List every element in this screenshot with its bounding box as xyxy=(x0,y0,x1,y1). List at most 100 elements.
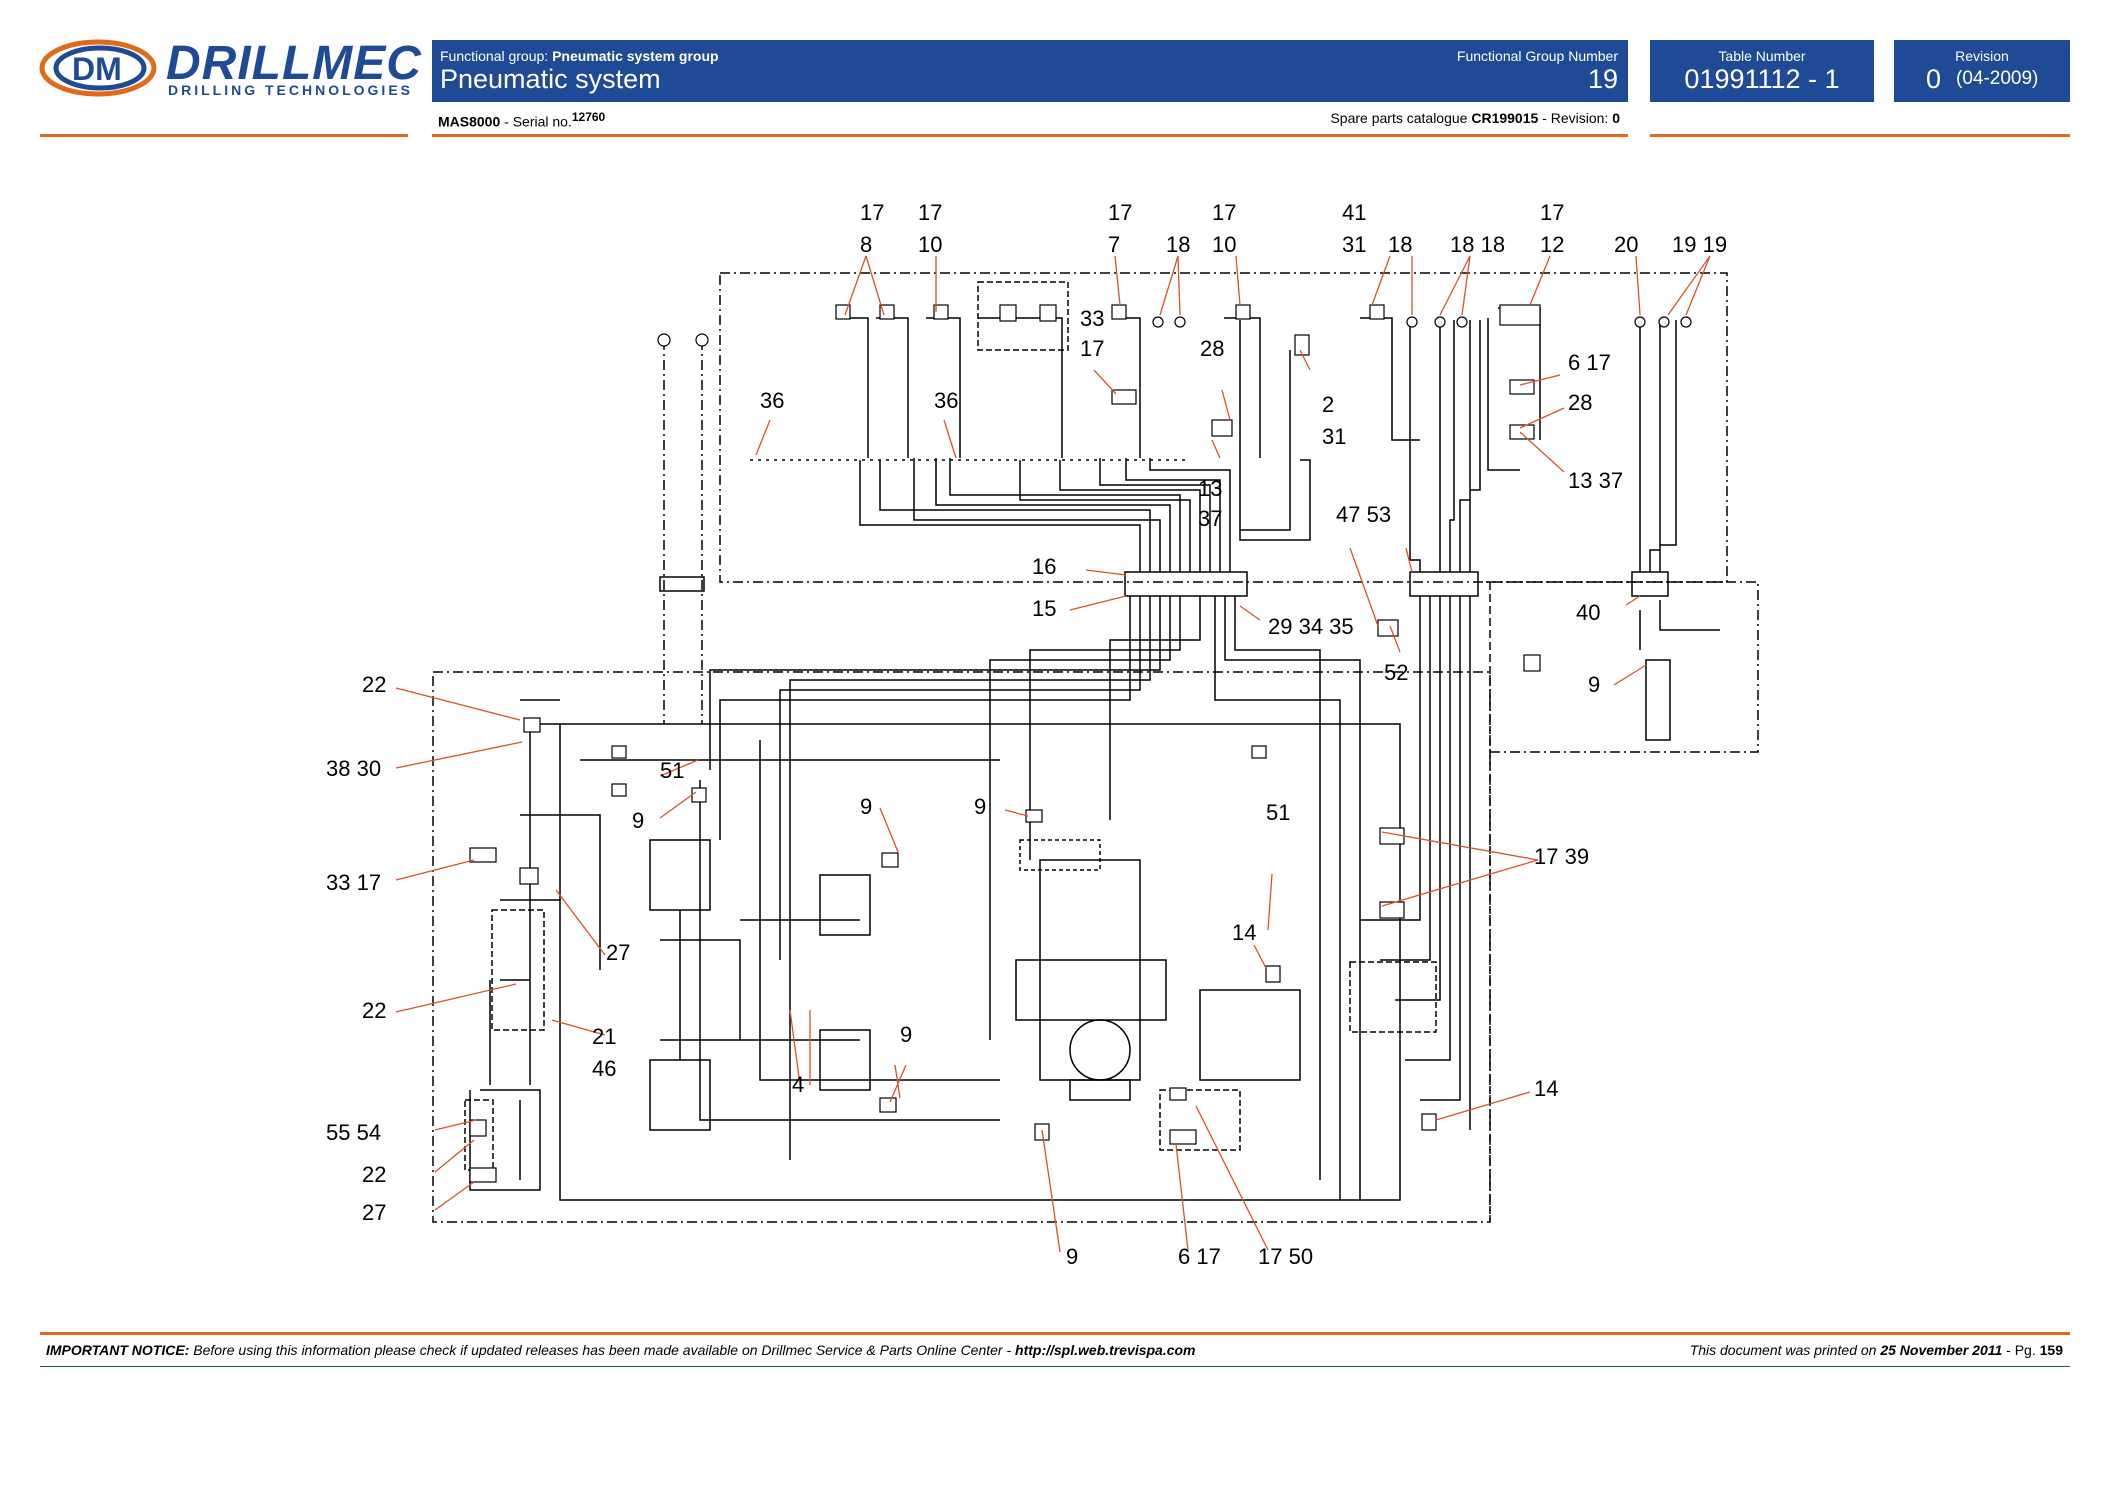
callout: 22 xyxy=(362,998,387,1023)
callout: 31 xyxy=(1322,424,1347,449)
callout: 9 xyxy=(632,808,645,833)
header-rule-left xyxy=(40,134,408,137)
callout: 14 xyxy=(1534,1076,1559,1101)
callout: 4 xyxy=(792,1072,805,1097)
callout: 18 18 xyxy=(1450,232,1506,257)
printed-date: 25 November 2011 xyxy=(1880,1342,2003,1358)
catalogue-info: Spare parts catalogue CR199015 - Revisio… xyxy=(1330,110,1620,126)
callout: 38 30 xyxy=(326,756,382,781)
model-serial: MAS8000 - Serial no.12760 xyxy=(438,110,605,130)
notice-text: Before using this information please che… xyxy=(193,1342,1012,1358)
callout: 9 xyxy=(860,794,873,819)
catalogue-prefix: Spare parts catalogue xyxy=(1330,110,1468,126)
callout: 18 xyxy=(1166,232,1191,257)
callout: 19 19 xyxy=(1672,232,1728,257)
manifold-40 xyxy=(1631,571,1669,597)
frame-right xyxy=(1486,581,1759,753)
valve-box xyxy=(977,281,1069,351)
printed-prefix: This document was printed on xyxy=(1689,1342,1877,1358)
drillmec-logo: DM DRILLMEC DRILLING TECHNOLOGIES xyxy=(38,37,421,100)
gearbox-body xyxy=(1039,859,1141,1081)
revision-date: (04-2009) xyxy=(1956,68,2039,89)
callout: 9 xyxy=(1588,672,1601,697)
page-number: 159 xyxy=(2039,1342,2063,1358)
revision-number: 0 xyxy=(1926,64,1942,94)
callout: 9 xyxy=(900,1022,913,1047)
page-title: Pneumatic system xyxy=(440,64,661,94)
logo-tagline: DRILLING TECHNOLOGIES xyxy=(168,82,413,98)
notice-label: IMPORTANT NOTICE: xyxy=(46,1342,190,1358)
serial-number: 12760 xyxy=(571,110,606,124)
title-block: Functional group: Pneumatic system group… xyxy=(432,40,1628,102)
svg-text:DM: DM xyxy=(72,51,122,87)
callout: 41 xyxy=(1342,200,1367,225)
callout: 17 xyxy=(1540,200,1565,225)
callout: 27 xyxy=(362,1200,387,1225)
callout: 10 xyxy=(918,232,943,257)
callout: 20 xyxy=(1614,232,1639,257)
callout: 28 xyxy=(1568,390,1593,415)
callout: 28 xyxy=(1200,336,1225,361)
callout: 37 xyxy=(1198,506,1223,531)
callout: 13 37 xyxy=(1568,468,1624,493)
callout: 51 xyxy=(1266,800,1291,825)
callout: 17 xyxy=(918,200,943,225)
footer-rule-top xyxy=(40,1332,2070,1335)
machine-upper-left xyxy=(649,839,711,911)
callout: 22 xyxy=(362,672,387,697)
functional-group-prefix: Functional group: xyxy=(440,48,549,64)
revision-block: Revision 0 (04-2009) xyxy=(1894,40,2070,102)
callout: 9 xyxy=(1066,1244,1079,1269)
callout: 6 17 xyxy=(1568,350,1611,375)
callout: 17 xyxy=(1108,200,1133,225)
callout: 33 17 xyxy=(326,870,382,895)
footer-rule-bottom xyxy=(40,1366,2070,1367)
pneumatic-schematic xyxy=(395,255,1759,1253)
callout: 9 xyxy=(974,794,987,819)
callout: 6 17 xyxy=(1178,1244,1221,1269)
revision-label: Revision xyxy=(1955,48,2009,64)
logo-brand: DRILLMEC xyxy=(166,37,422,90)
callout: 2 xyxy=(1322,392,1335,417)
frame-main xyxy=(432,671,1491,1223)
callout: 52 xyxy=(1384,660,1409,685)
serial-prefix: - Serial no. xyxy=(504,113,572,130)
callout: 18 xyxy=(1388,232,1413,257)
callout: 29 34 35 xyxy=(1268,614,1354,639)
callout: 17 39 xyxy=(1534,844,1590,869)
footer-print-info: This document was printed on 25 November… xyxy=(1690,1342,2063,1358)
manifold-16 xyxy=(1124,571,1248,597)
callout: 33 xyxy=(1080,306,1105,331)
callout: 7 xyxy=(1108,232,1121,257)
callout: 10 xyxy=(1212,232,1237,257)
table-number-label: Table Number xyxy=(1718,48,1806,64)
logo-emblem-icon: DM xyxy=(39,39,157,97)
header-rule-right xyxy=(1650,134,2070,137)
callout: 51 xyxy=(660,758,685,783)
table-number: 01991112 - 1 xyxy=(1684,64,1840,94)
catalogue-revision-prefix: - Revision: xyxy=(1542,110,1609,126)
fg-number-label: Functional Group Number xyxy=(1456,48,1618,64)
functional-group-name: Pneumatic system group xyxy=(552,48,719,64)
notice-link[interactable]: http://spl.web.trevispa.com xyxy=(1015,1342,1196,1358)
callout: 47 53 xyxy=(1336,502,1392,527)
callout: 17 xyxy=(860,200,885,225)
callout: 40 xyxy=(1576,600,1601,625)
callout: 22 xyxy=(362,1162,387,1187)
page-prefix: - Pg. xyxy=(2006,1342,2036,1358)
callout: 36 xyxy=(760,388,785,413)
callout: 36 xyxy=(934,388,959,413)
callout: 46 xyxy=(592,1056,617,1081)
catalogue-code: CR199015 xyxy=(1471,110,1539,126)
callout: 21 xyxy=(592,1024,617,1049)
callout: 15 xyxy=(1032,596,1057,621)
catalogue-revision: 0 xyxy=(1612,110,1620,126)
callout: 13 xyxy=(1198,476,1223,501)
callout: 17 xyxy=(1080,336,1105,361)
callout: 17 50 xyxy=(1258,1244,1314,1269)
header-rule-mid xyxy=(432,134,1628,137)
callout: 17 xyxy=(1212,200,1237,225)
model-name: MAS8000 xyxy=(438,113,501,130)
callout: 12 xyxy=(1540,232,1565,257)
callout: 14 xyxy=(1232,920,1257,945)
